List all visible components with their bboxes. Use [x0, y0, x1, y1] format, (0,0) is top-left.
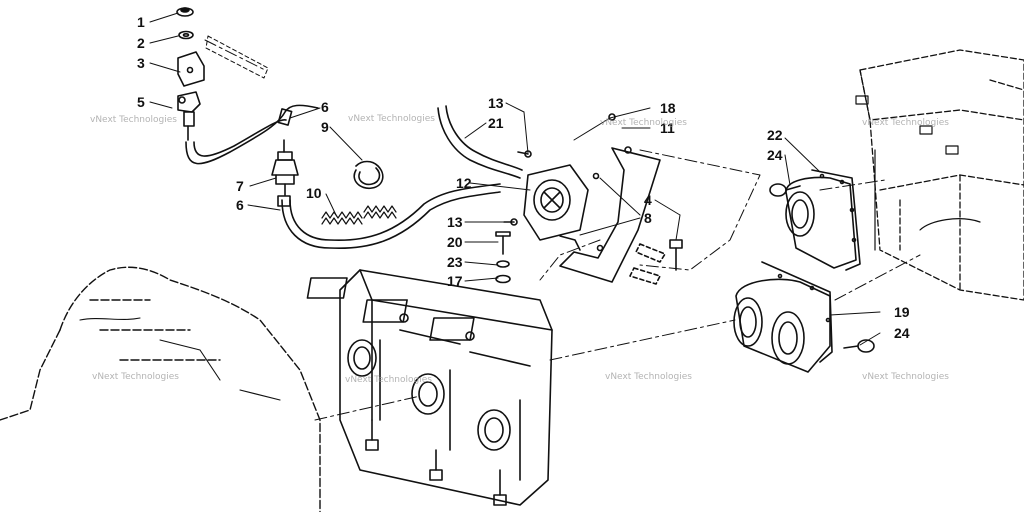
- callout-5: 5: [137, 94, 145, 110]
- watermark: vNext Technologies: [862, 118, 949, 128]
- leader-lines: [149, 12, 881, 346]
- watermark: vNext Technologies: [348, 114, 435, 124]
- engine-details: [79, 317, 281, 401]
- callout-10: 10: [306, 185, 322, 201]
- silencer-details: [855, 95, 981, 251]
- watermark: vNext Technologies: [345, 375, 432, 385]
- callout-17: 17: [447, 273, 463, 289]
- center-lines: [204, 39, 921, 421]
- callout-6-upper: 6: [321, 99, 329, 115]
- vent-hose: [437, 105, 523, 179]
- callout-3: 3: [137, 55, 145, 71]
- springs: [321, 205, 397, 225]
- callout-21: 21: [488, 115, 504, 131]
- callout-12: 12: [456, 175, 472, 191]
- callout-9: 9: [321, 119, 329, 135]
- watermark: vNext Technologies: [605, 372, 692, 382]
- callout-2: 2: [137, 35, 145, 51]
- watermark: vNext Technologies: [862, 372, 949, 382]
- callout-19: 19: [894, 304, 910, 320]
- carburetor-assembly: [306, 269, 553, 506]
- air-silencer: [859, 49, 1024, 301]
- watermark: vNext Technologies: [600, 118, 687, 128]
- callout-7: 7: [236, 178, 244, 194]
- callout-11: 11: [660, 120, 675, 136]
- washer-cap: [176, 7, 194, 17]
- bracket-silhouette: [205, 35, 269, 79]
- air-intake-upper: [769, 169, 861, 271]
- hardware: [495, 113, 683, 285]
- fuel-hose-upper: [185, 104, 319, 165]
- watermark: vNext Technologies: [90, 115, 177, 125]
- callout-24-upper: 24: [767, 147, 783, 163]
- fuel-valve: [177, 91, 201, 141]
- air-intake-lower: [733, 261, 875, 373]
- callout-22: 22: [767, 127, 783, 143]
- callout-13-upper: 13: [488, 95, 504, 111]
- washer: [178, 30, 194, 40]
- fuel-hose-lower: [277, 183, 501, 250]
- callout-4: 4: [644, 192, 652, 208]
- mounting-bracket: [177, 51, 205, 87]
- callout-1: 1: [137, 14, 145, 30]
- fuel-pump: [503, 150, 589, 241]
- callout-18: 18: [660, 100, 676, 116]
- engine-outline: [0, 266, 321, 512]
- callout-6-lower: 6: [236, 197, 244, 213]
- watermark: vNext Technologies: [92, 372, 179, 382]
- callout-24-lower: 24: [894, 325, 910, 341]
- callout-23: 23: [447, 254, 463, 270]
- callout-8: 8: [644, 210, 652, 226]
- callout-20: 20: [447, 234, 463, 250]
- hose-clamp: [353, 160, 384, 190]
- callout-13-lower: 13: [447, 214, 463, 230]
- pump-bracket: [559, 146, 661, 283]
- fuel-filter: [271, 139, 299, 196]
